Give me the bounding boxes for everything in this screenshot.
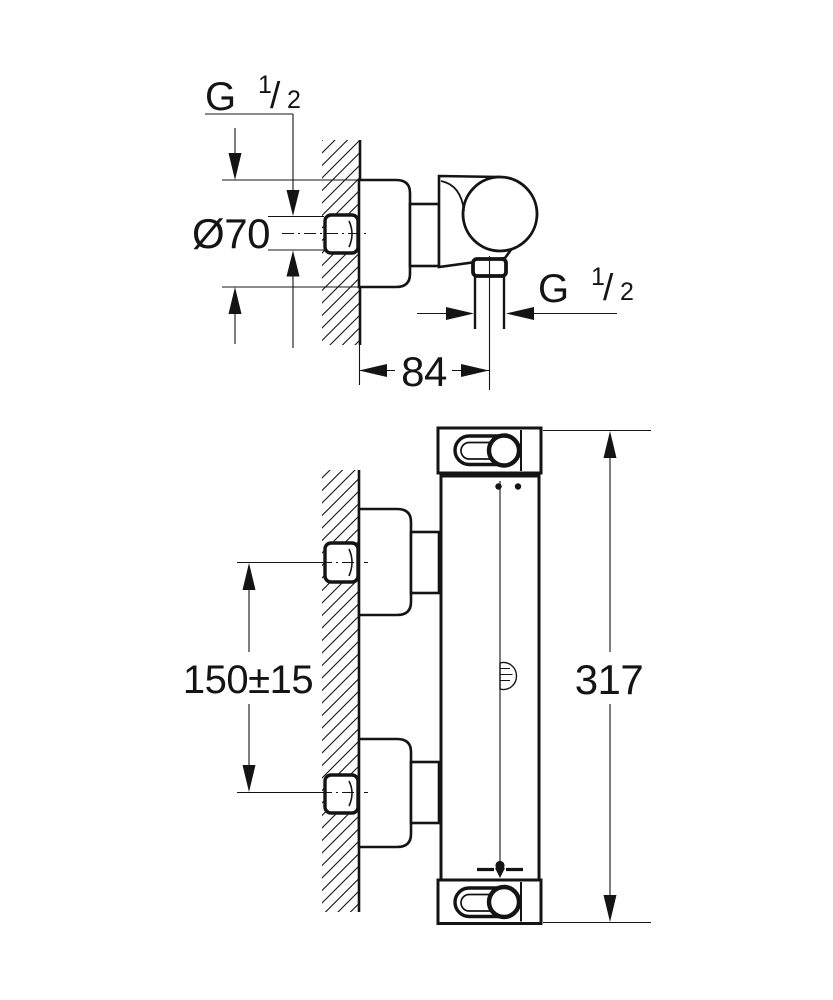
dim-label-wall-to-outlet: 84 bbox=[401, 348, 447, 395]
dim-label-wall-thread-num: 1 bbox=[258, 71, 271, 99]
dim-label-wall-thread-den: 2 bbox=[287, 86, 300, 114]
handle-end-cap bbox=[486, 884, 522, 920]
dimension-outlet-thread: G 1 / 2 bbox=[417, 263, 634, 320]
top-control-handle bbox=[436, 426, 543, 475]
dim-label-wall-thread-slash: / bbox=[270, 75, 281, 116]
arrowhead bbox=[286, 190, 300, 216]
arrowhead bbox=[446, 307, 474, 320]
s-union-neck-side bbox=[408, 202, 441, 268]
pilot-dot bbox=[495, 483, 502, 490]
escutcheon-upper bbox=[357, 507, 413, 617]
control-knob-side bbox=[461, 175, 539, 253]
arrowhead bbox=[461, 364, 489, 377]
dim-label-outlet-thread-g: G bbox=[538, 267, 569, 311]
dimension-escutcheon-diameter: Ø70 bbox=[192, 128, 270, 344]
bottom-control-handle bbox=[436, 878, 543, 925]
pilot-dot bbox=[514, 483, 522, 490]
thermostat-bar bbox=[439, 474, 541, 882]
temperature-marker bbox=[477, 860, 523, 878]
dimension-inlet-spacing: 150±15 bbox=[183, 563, 314, 792]
handle-end-cap bbox=[486, 433, 522, 468]
dim-label-outlet-thread-slash: / bbox=[603, 267, 614, 308]
dim-label-outlet-thread-den: 2 bbox=[620, 278, 633, 306]
arrowhead bbox=[603, 431, 617, 458]
wall-section-front bbox=[322, 470, 361, 912]
escutcheon-lower bbox=[357, 737, 413, 849]
escutcheon-side bbox=[357, 178, 412, 289]
arrowhead bbox=[286, 250, 300, 277]
arrowhead bbox=[359, 364, 387, 377]
front-view: 150±15 317 bbox=[183, 426, 651, 925]
arrowhead bbox=[228, 153, 242, 180]
grohe-logo bbox=[499, 661, 518, 691]
arrowhead bbox=[242, 563, 256, 590]
body-contour-line bbox=[440, 180, 465, 212]
side-view: G 1 / 2 Ø70 G 1 / 2 bbox=[192, 71, 634, 395]
dimension-wall-thread: G 1 / 2 bbox=[205, 71, 301, 348]
dim-label-diameter: Ø70 bbox=[192, 210, 270, 257]
arrowhead bbox=[228, 287, 242, 314]
wall-section-side bbox=[322, 140, 362, 385]
dimension-overall-height: 317 bbox=[543, 429, 651, 924]
arrowhead bbox=[506, 307, 534, 320]
wall-union-nut-side bbox=[282, 213, 366, 255]
dim-label-outlet-thread-num: 1 bbox=[591, 263, 604, 291]
s-union-neck-lower bbox=[409, 760, 441, 825]
dim-label-wall-thread-g: G bbox=[205, 75, 236, 119]
wall-union-nut-lower bbox=[323, 773, 360, 815]
dimension-wall-to-outlet: 84 bbox=[359, 348, 489, 395]
dim-label-inlet-spacing: 150±15 bbox=[183, 658, 313, 702]
wall-hatching bbox=[322, 470, 358, 912]
arrowhead bbox=[242, 765, 256, 792]
dim-label-overall-height: 317 bbox=[575, 656, 644, 703]
arrowhead bbox=[603, 895, 617, 922]
s-union-neck-upper bbox=[409, 530, 441, 595]
